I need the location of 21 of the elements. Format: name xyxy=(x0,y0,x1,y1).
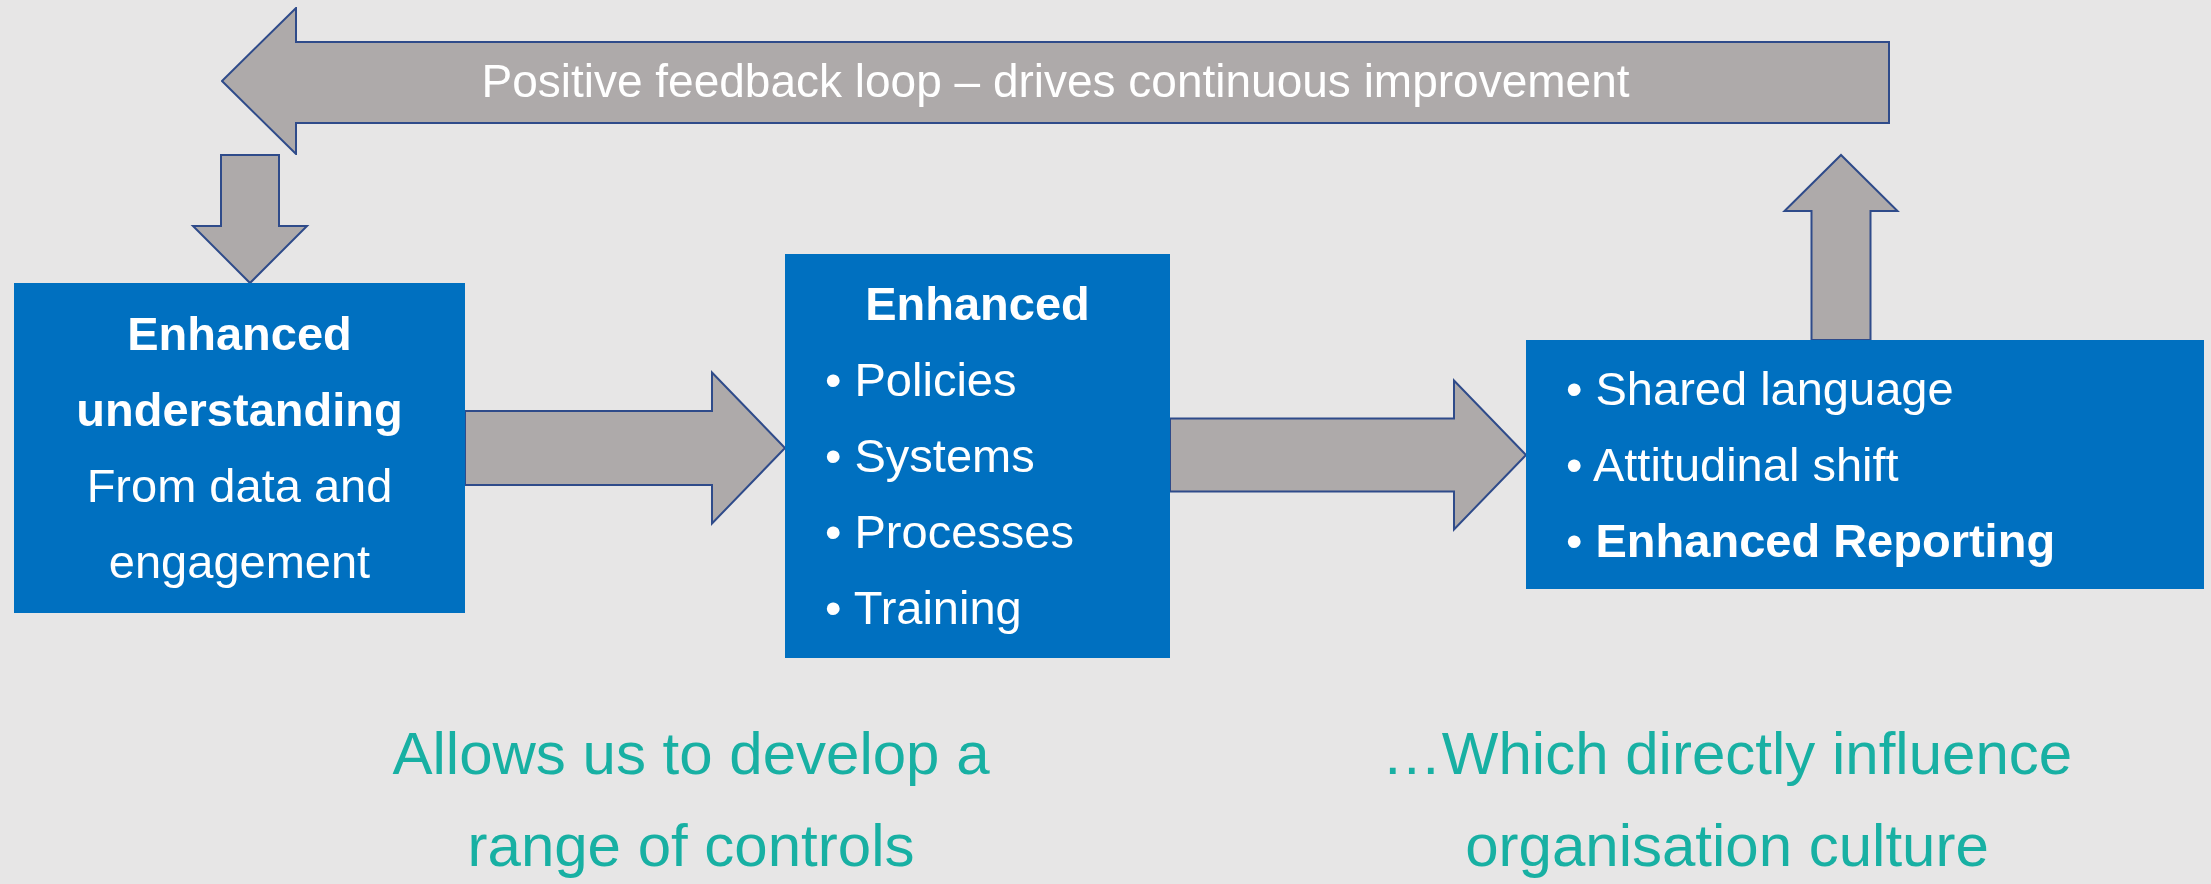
block-arrow xyxy=(464,370,787,526)
bullet-item: • Shared language xyxy=(1566,360,1955,417)
box-text: Positive feedback loop – drives continuous improvement xyxy=(481,54,1630,109)
process-box xyxy=(14,283,465,613)
block-arrow xyxy=(1169,378,1528,532)
box-text: From data and engagement xyxy=(85,458,394,590)
bullet-item: • Policies xyxy=(825,352,1018,408)
caption-text: Allows us to develop a range of controls xyxy=(391,719,991,881)
bullet-item: • Enhanced Reporting xyxy=(1566,512,2057,569)
bullet-item: • Attitudinal shift xyxy=(1566,436,1900,493)
block-arrow xyxy=(1782,153,1900,341)
bullet-item: • Processes xyxy=(825,504,1075,560)
box-heading: Enhanced understanding xyxy=(75,306,404,438)
box-heading: Enhanced xyxy=(864,276,1091,332)
arrow-band xyxy=(221,7,1890,155)
caption-text: …Which directly influence organisation culture xyxy=(1380,719,2074,881)
process-box xyxy=(1526,340,2204,589)
bullet-item: • Training xyxy=(825,580,1023,636)
bullet-item: • Systems xyxy=(825,428,1036,484)
block-arrow xyxy=(190,154,310,285)
process-box xyxy=(785,254,1170,658)
